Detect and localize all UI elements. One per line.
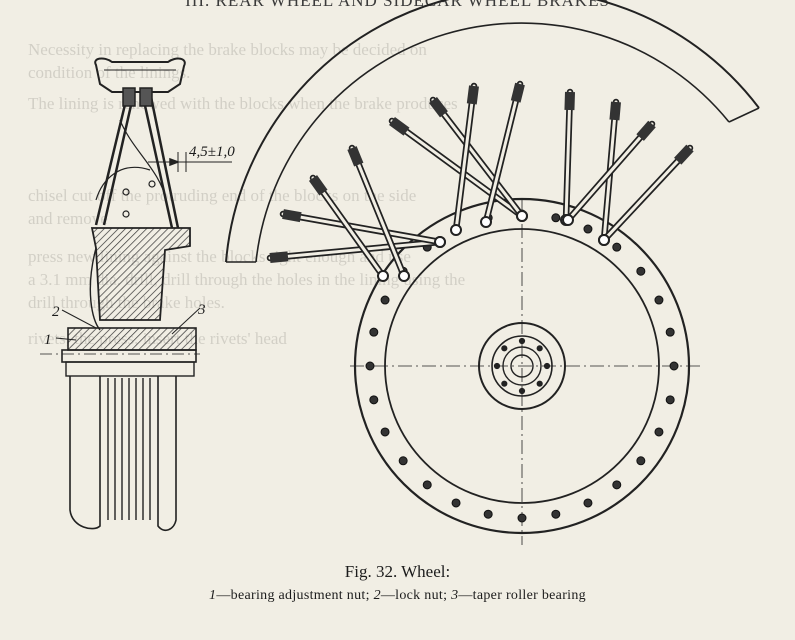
wheel-drawing: 4,5±1,0 2 1 3 [40, 0, 760, 545]
rim-inner-arc [255, 22, 730, 263]
flange-hole [369, 327, 379, 337]
spoke-nipple [510, 82, 525, 103]
callout-3: 3 [197, 302, 206, 318]
legend-text-1: —bearing adjustment nut; [216, 588, 374, 603]
flange-hole [612, 480, 622, 490]
legend-text-3: —taper roller bearing [458, 588, 586, 603]
hub-bolt [501, 380, 508, 387]
spoke-nipple [389, 116, 410, 136]
flange-hole [669, 361, 679, 371]
flange-hole [451, 498, 461, 508]
callout-2: 2 [52, 304, 60, 320]
spoke-nipple [674, 144, 694, 165]
spoke-nipple [609, 101, 621, 121]
callout-1: 1 [44, 332, 52, 348]
spoke-nipple [636, 120, 656, 141]
wheel-cross-section [40, 57, 232, 532]
flange-hole [583, 498, 593, 508]
flange-hole [636, 456, 646, 466]
flange-hole [551, 213, 561, 223]
rim-outer-arc [225, 0, 760, 263]
flange-hole [398, 456, 408, 466]
flange-hole [665, 395, 675, 405]
spoke-nipple [308, 175, 328, 196]
spoke-nipple [347, 146, 364, 167]
flange-hole [654, 427, 664, 437]
bleed-line: condition of the linings. [28, 63, 191, 82]
legend-number-1: 1 [209, 588, 217, 603]
hub-bolt [536, 380, 543, 387]
flange-hole [636, 266, 646, 276]
flange-hole [612, 242, 622, 252]
spoke-nipple [564, 91, 575, 111]
figure-legend: 1—bearing adjustment nut; 2—lock nut; 3—… [0, 588, 795, 604]
bleed-line: Necessity in replacing the brake blocks … [28, 40, 427, 59]
legend-number-3: 3 [451, 588, 459, 603]
hub-bearing-outer [478, 322, 566, 410]
legend-number-2: 2 [373, 588, 381, 603]
spoke-nipple [269, 251, 289, 263]
spokes [266, 80, 694, 282]
hub-bolt [536, 345, 543, 352]
flange-hole [665, 327, 675, 337]
flange-hole [583, 224, 593, 234]
bleed-line: and remove [28, 209, 108, 228]
flange-hole [380, 295, 390, 305]
flange-hole [369, 395, 379, 405]
hub-bolt-circle [493, 337, 551, 395]
spoke-nipple [429, 96, 448, 118]
figure-caption: Fig. 32. Wheel: [344, 562, 451, 581]
hub-bolt [518, 387, 526, 395]
hub-bolt [493, 362, 501, 370]
hub-bolt [518, 337, 526, 345]
hub-bolt [543, 362, 551, 370]
flange-hole [551, 509, 561, 519]
dimension-label: 4,5±1,0 [189, 144, 235, 160]
flange-hole [422, 480, 432, 490]
spoke-nipple [466, 85, 479, 105]
flange-hole [483, 509, 493, 519]
legend-text-2: —lock nut; [380, 588, 452, 603]
flange-holes [365, 209, 679, 523]
flange-hole [654, 295, 664, 305]
hub-bolt [501, 345, 508, 352]
spoke-nipple [282, 209, 302, 223]
running-head: III. REAR WHEEL AND SIDECAR WHEEL BRAKES [185, 0, 610, 10]
flange-hole [380, 427, 390, 437]
flange-hole [517, 513, 527, 523]
flange-hole [365, 361, 375, 371]
wheel-side-view [225, 0, 760, 545]
